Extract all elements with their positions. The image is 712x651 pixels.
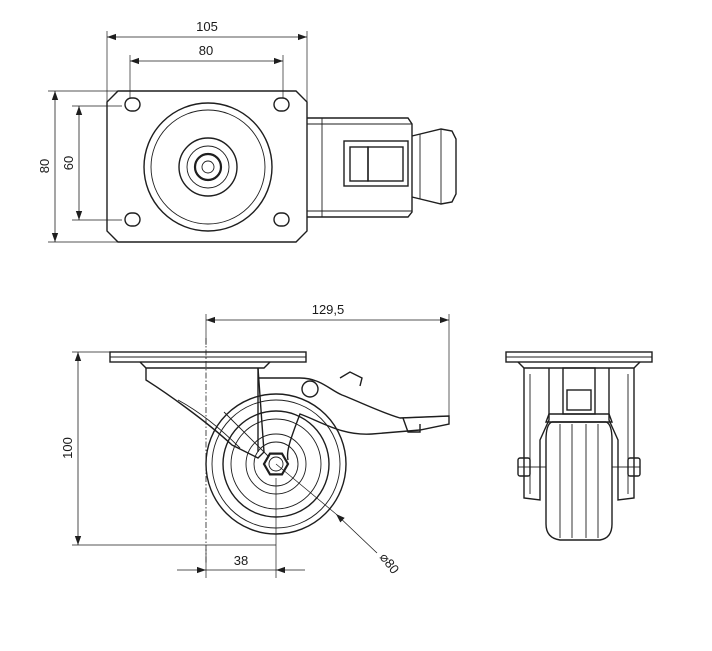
- brake-block: [343, 140, 409, 187]
- dim-label-80-horizontal: 80: [199, 43, 213, 58]
- dim-label-105: 105: [196, 19, 218, 34]
- mount-hole-tr: [273, 97, 290, 112]
- dim-label-100: 100: [60, 437, 75, 459]
- brake-housing: [307, 117, 413, 218]
- mount-hole-bl: [124, 212, 141, 227]
- front-wheel: [545, 421, 613, 541]
- mount-hole-br: [273, 212, 290, 227]
- mounting-plate: [106, 90, 308, 243]
- top-view: [48, 31, 457, 243]
- brake-pedal-top: [411, 128, 457, 205]
- brake-arm: [258, 377, 450, 461]
- dim-label-80-vertical: 80: [37, 159, 52, 173]
- mount-hole-tl: [124, 97, 141, 112]
- wheel-rim: [222, 410, 330, 518]
- swivel-ring-outer: [143, 102, 273, 232]
- axle-nut: [262, 452, 290, 476]
- front-view: [505, 351, 653, 541]
- brake-pivot: [301, 380, 319, 398]
- dim-leader-diameter: [335, 513, 378, 554]
- fork-front: [145, 367, 265, 459]
- fork-leg-left: [523, 368, 550, 501]
- dim-label-diameter: ⌀80: [377, 550, 403, 577]
- fork-leg-right: [608, 368, 635, 501]
- dim-label-60: 60: [61, 156, 76, 170]
- side-view: [72, 314, 450, 578]
- kingpin: [193, 152, 223, 182]
- dim-label-129-5: 129,5: [312, 302, 345, 317]
- dim-label-38: 38: [234, 553, 248, 568]
- wheel-outer: [205, 393, 347, 535]
- front-brake-block: [562, 367, 596, 415]
